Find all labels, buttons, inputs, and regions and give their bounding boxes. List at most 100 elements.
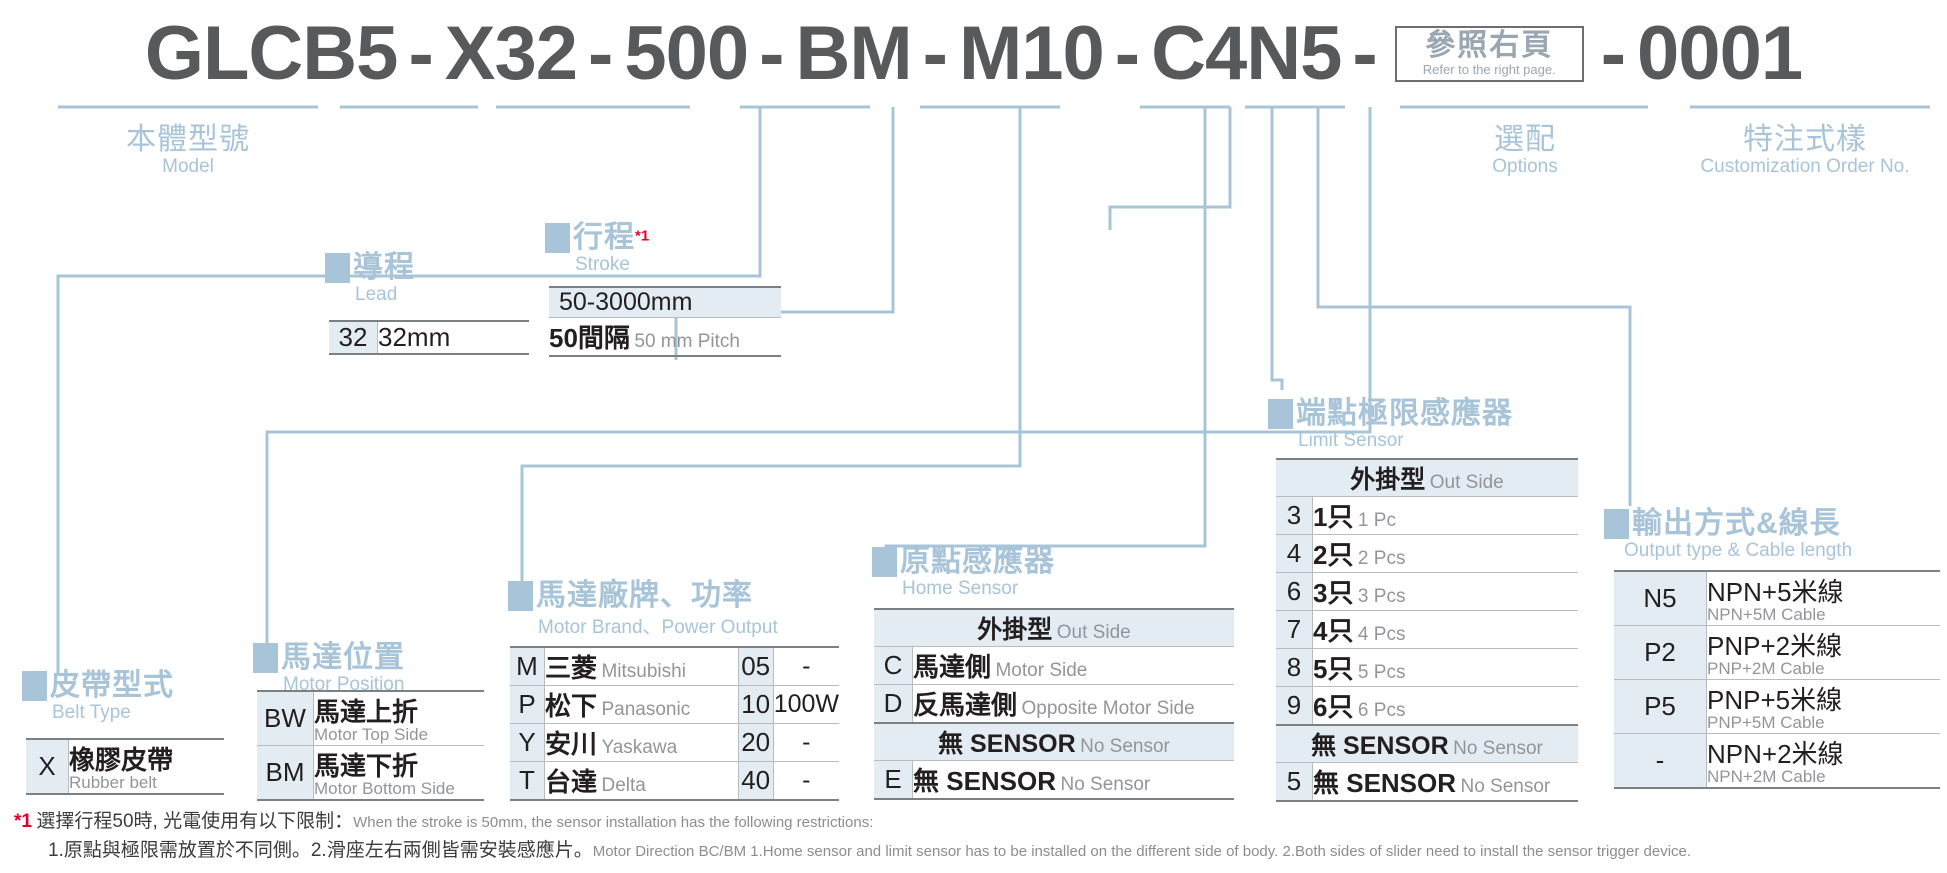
footnote-line2-en: Motor Direction BC/BM 1.Home sensor and … xyxy=(592,842,1692,860)
power-val-3: - xyxy=(773,761,839,801)
output-code-dash: - xyxy=(1614,733,1707,789)
output-desc-p5: PNP+5米線 PNP+5M Cable xyxy=(1706,679,1940,734)
footnote-line2: 1.原點與極限需放置於不同側。2.滑座左右兩側皆需安裝感應片。Motor Dir… xyxy=(48,837,1944,865)
footnote-line1-en: When the stroke is 50mm, the sensor inst… xyxy=(353,814,874,831)
home-code-e: E xyxy=(874,760,913,800)
table-row-group-header: 外掛型 Out Side xyxy=(874,608,1234,647)
pn-dash: - xyxy=(1352,11,1378,96)
table-row: - NPN+2米線 NPN+2M Cable xyxy=(1614,733,1940,789)
output-zh-dash: NPN+2米線 xyxy=(1707,739,1844,769)
caption-model: 本體型號 Model xyxy=(78,114,298,178)
table-row: X 橡膠皮帶 Rubber belt xyxy=(26,738,224,795)
brand-desc-3: 台達 Delta xyxy=(544,761,739,801)
footnote-line1-zh: 選擇行程50時, 光電使用有以下限制： xyxy=(36,811,354,832)
table-motor-brand: M 三菱 Mitsubishi 05 - P 松下 Panasonic 10 1… xyxy=(510,646,839,801)
pn-dash: - xyxy=(408,11,434,96)
caption-motor-brand-en: Motor Brand、Power Output xyxy=(538,617,778,638)
output-code-p2: P2 xyxy=(1614,625,1707,680)
caption-limit-sensor-zh: 端點極限感應器 xyxy=(1296,397,1513,430)
power-val-2: - xyxy=(773,723,839,762)
pn-dash: - xyxy=(1114,11,1141,96)
caption-customization-en: Customization Order No. xyxy=(1700,156,1910,177)
limit-code-7: 7 xyxy=(1276,610,1313,649)
output-desc-p2: PNP+2米線 PNP+2M Cable xyxy=(1706,625,1940,680)
motorpos-zh-bm: 馬達下折 xyxy=(314,751,419,781)
limit-desc-7: 4只 4 Pcs xyxy=(1312,610,1578,649)
pn-dash: - xyxy=(588,11,614,96)
brand-en-1: Panasonic xyxy=(601,699,691,720)
limit-en-9: 6 Pcs xyxy=(1357,700,1406,721)
square-bullet-icon xyxy=(22,671,47,701)
limit-desc-3: 1只 1 Pc xyxy=(1312,496,1578,535)
caption-stroke: 行程*1 Stroke xyxy=(545,212,649,276)
caption-motor-brand-zh: 馬達廠牌、功率 xyxy=(536,579,753,612)
limit-code-6: 6 xyxy=(1276,572,1313,611)
brand-desc-0: 三菱 Mitsubishi xyxy=(544,646,739,686)
motorpos-code-bm: BM xyxy=(257,745,314,801)
square-bullet-icon xyxy=(325,253,350,283)
motorpos-en-bw: Motor Top Side xyxy=(314,725,429,744)
limit-en-5: No Sensor xyxy=(1460,776,1551,797)
output-zh-n5: NPN+5米線 xyxy=(1707,577,1844,607)
limit-desc-6: 3只 3 Pcs xyxy=(1312,572,1578,611)
limit-code-4: 4 xyxy=(1276,534,1313,573)
home-group1-en: Out Side xyxy=(1056,622,1131,643)
limit-code-3: 3 xyxy=(1276,496,1313,535)
home-desc-e: 無 SENSOR No Sensor xyxy=(912,760,1234,800)
output-en-n5: NPN+5M Cable xyxy=(1707,605,1826,624)
output-zh-p2: PNP+2米線 xyxy=(1707,631,1843,661)
table-motor-position: BW 馬達上折 Motor Top Side BM 馬達下折 Motor Bot… xyxy=(257,690,484,801)
table-row: P2 PNP+2米線 PNP+2M Cable xyxy=(1614,625,1940,680)
limit-group2-en: No Sensor xyxy=(1453,738,1543,759)
belt-code: X xyxy=(26,738,69,795)
table-output-type: N5 NPN+5米線 NPN+5M Cable P2 PNP+2米線 PNP+2… xyxy=(1614,570,1940,789)
brand-en-2: Yaskawa xyxy=(601,737,678,758)
caption-options: 選配 Options xyxy=(1425,114,1625,178)
limit-desc-4: 2只 2 Pcs xyxy=(1312,534,1578,573)
brand-zh-2: 安川 xyxy=(545,729,598,759)
table-row: 32 32mm xyxy=(329,320,529,355)
table-stroke: 50-3000mm 50間隔 50 mm Pitch xyxy=(549,286,781,357)
limit-zh-3: 1只 xyxy=(1313,502,1354,532)
home-group2-zh: 無 SENSOR xyxy=(938,730,1076,758)
power-val-0: - xyxy=(773,646,839,686)
brand-en-0: Mitsubishi xyxy=(601,661,686,682)
pn-segment-motorpos: BM xyxy=(795,11,912,96)
footnote-line2-zh: 1.原點與極限需放置於不同側。2.滑座左右兩側皆需安裝感應片。 xyxy=(48,839,593,861)
lead-code: 32 xyxy=(329,320,378,355)
home-zh-c: 馬達側 xyxy=(913,652,992,682)
table-row: 8 5只 5 Pcs xyxy=(1276,648,1578,687)
limit-group1-zh: 外掛型 xyxy=(1350,466,1426,494)
pn-dash: - xyxy=(922,11,948,96)
home-code-d: D xyxy=(874,684,913,724)
brand-zh-3: 台達 xyxy=(545,767,598,797)
home-code-c: C xyxy=(874,646,913,685)
home-group2-en: No Sensor xyxy=(1080,736,1170,757)
square-bullet-icon xyxy=(253,643,278,673)
limit-code-8: 8 xyxy=(1276,648,1313,687)
table-row: T 台達 Delta 40 - xyxy=(510,761,839,801)
caption-home-sensor-zh: 原點感應器 xyxy=(900,545,1055,578)
motorpos-en-bm: Motor Bottom Side xyxy=(314,779,455,798)
table-limit-sensor: 外掛型 Out Side 3 1只 1 Pc 4 2只 2 Pcs 6 3只 3… xyxy=(1276,458,1578,802)
pn-option-box-zh: 參照右頁 xyxy=(1425,29,1554,62)
square-bullet-icon xyxy=(1268,399,1293,429)
output-desc-n5: NPN+5米線 NPN+5M Cable xyxy=(1706,570,1940,626)
limit-zh-6: 3只 xyxy=(1313,578,1354,608)
table-row: 7 4只 4 Pcs xyxy=(1276,610,1578,649)
table-belt-type: X 橡膠皮帶 Rubber belt xyxy=(26,738,224,795)
belt-desc: 橡膠皮帶 Rubber belt xyxy=(68,738,224,795)
caption-output-type: 輸出方式&線長 Output type & Cable length xyxy=(1604,498,1852,562)
pn-option-box-en: Refer to the right page. xyxy=(1422,62,1556,77)
limit-zh-7: 4只 xyxy=(1313,616,1354,646)
table-row: 5 無 SENSOR No Sensor xyxy=(1276,762,1578,802)
limit-code-9: 9 xyxy=(1276,686,1313,726)
limit-zh-9: 6只 xyxy=(1313,692,1354,722)
caption-belt-zh: 皮帶型式 xyxy=(50,669,174,702)
limit-desc-9: 6只 6 Pcs xyxy=(1312,686,1578,726)
brand-en-3: Delta xyxy=(601,775,646,796)
footnote: *1 選擇行程50時, 光電使用有以下限制：When the stroke is… xyxy=(14,808,1944,864)
table-row-group-header: 無 SENSOR No Sensor xyxy=(874,722,1234,761)
caption-home-sensor: 原點感應器 Home Sensor xyxy=(872,536,1055,600)
pn-segment-model: GLCB5 xyxy=(144,11,399,96)
